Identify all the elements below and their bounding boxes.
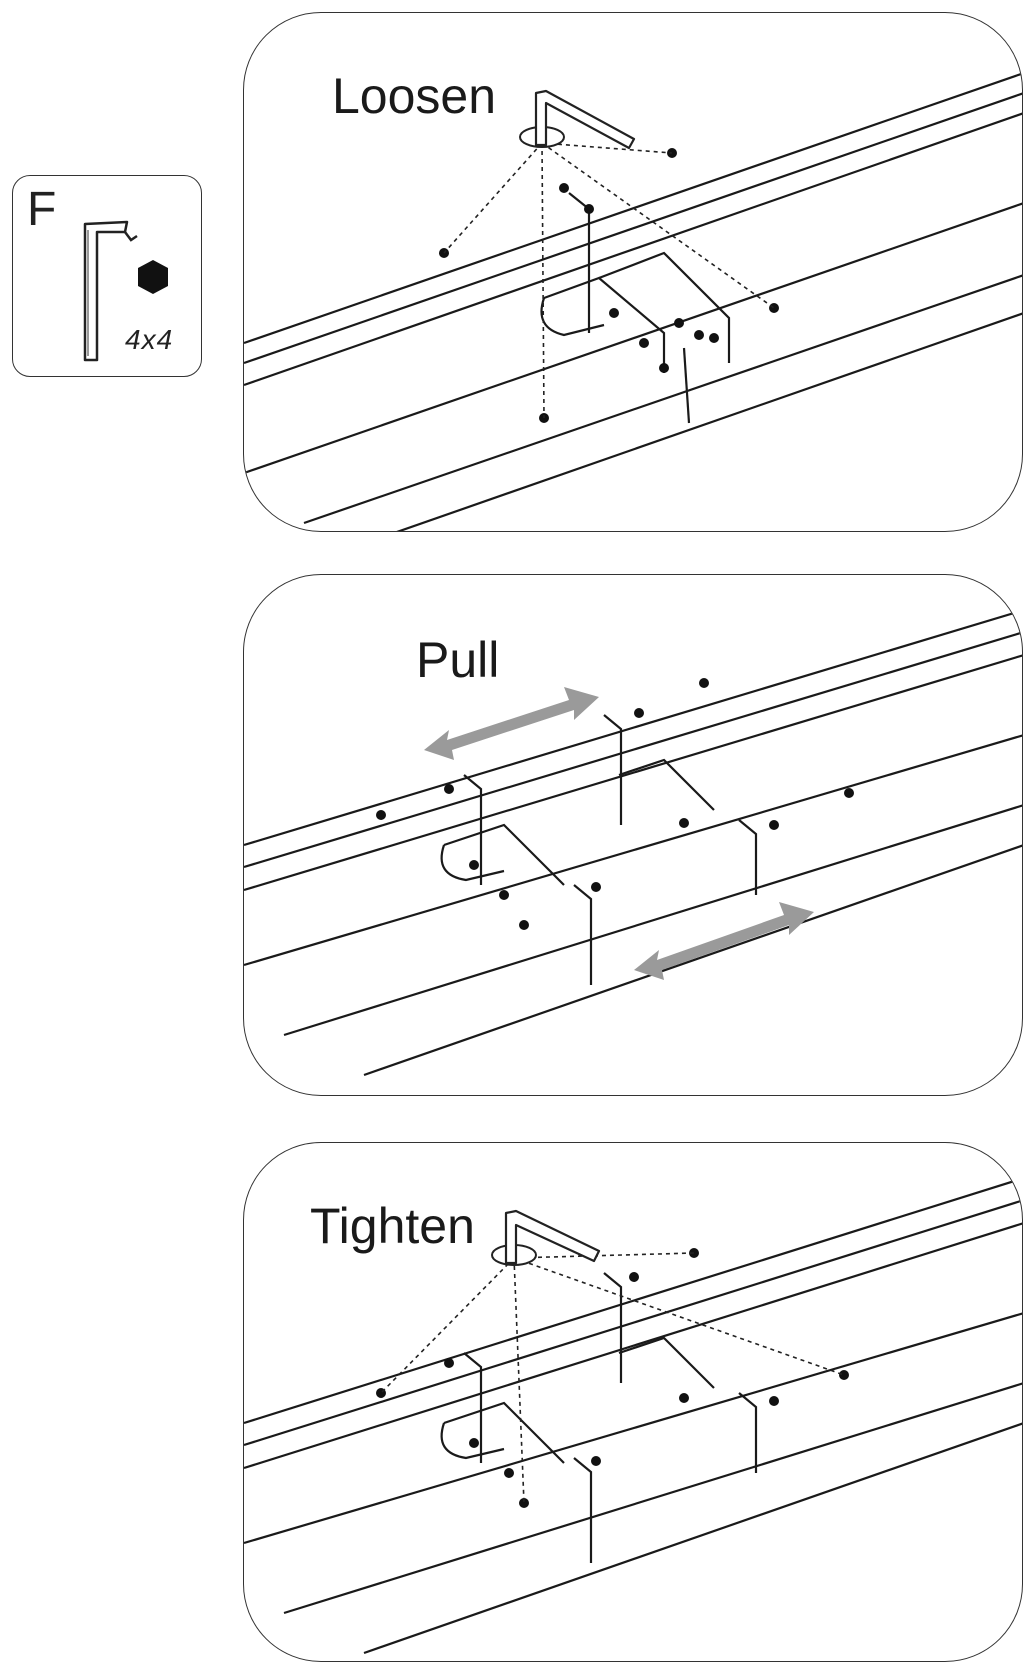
allen-key-icon: [491, 1209, 601, 1266]
step-label-tighten: Tighten: [306, 1201, 479, 1251]
hex-bolt-icon: [138, 260, 168, 294]
step-label-loosen: Loosen: [328, 71, 501, 121]
frame-beam-illustration: [244, 1177, 1022, 1655]
tool-size-label: 4x4: [125, 324, 174, 355]
frame-beam-illustration: [244, 609, 1022, 1077]
step-label-pull: Pull: [412, 635, 504, 685]
tool-letter: F: [27, 183, 57, 236]
tool-reference: F 4x4: [12, 175, 202, 377]
frame-beam-illustration: [244, 72, 1022, 531]
step-panel-pull: Pull: [243, 574, 1023, 1096]
allen-key-icon: [519, 89, 636, 150]
step-panel-tighten: Tighten: [243, 1142, 1023, 1662]
step-panel-loosen: Loosen: [243, 12, 1023, 532]
allen-key-icon: [83, 220, 138, 362]
double-arrow-icon: [424, 687, 814, 980]
